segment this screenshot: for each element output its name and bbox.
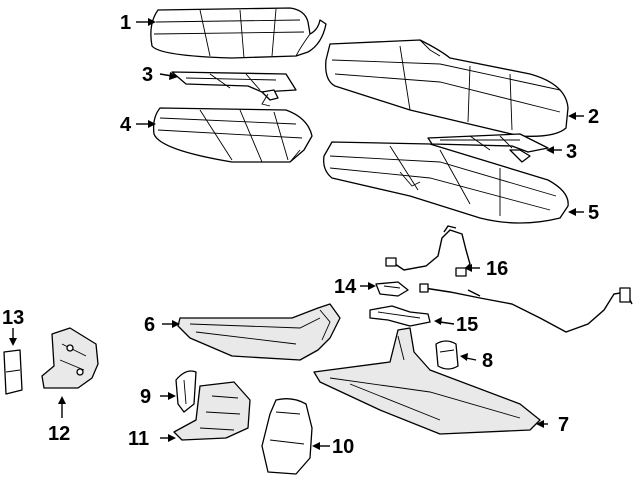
callout-11: 11 (128, 428, 149, 450)
callout-7: 7 (558, 414, 569, 436)
part-1-seatback-cover-left (150, 7, 327, 59)
part-11-side-frame (173, 381, 251, 441)
callout-12: 12 (48, 423, 70, 445)
callout-16: 16 (486, 258, 508, 280)
part-13-clip (3, 349, 23, 395)
callout-5: 5 (588, 202, 599, 224)
part-14-bracket (375, 281, 409, 297)
part-9-side-trim (175, 370, 197, 413)
callout-4: 4 (120, 114, 132, 136)
part-16-wiring-harness (385, 225, 471, 277)
seat-harness-cable (419, 283, 633, 333)
callout-10: 10 (332, 436, 354, 458)
callout-1: 1 (120, 12, 131, 34)
part-4-seat-cushion-left (152, 107, 313, 163)
callout-8: 8 (482, 350, 493, 372)
part-12-recliner-bracket (41, 327, 99, 389)
part-8-adjuster-knob (435, 340, 459, 370)
callout-3-right: 3 (566, 141, 577, 163)
part-3-seatback-pad-left (171, 71, 297, 107)
callout-9: 9 (140, 386, 151, 408)
callout-2: 2 (588, 106, 599, 128)
callout-14: 14 (334, 276, 357, 298)
callout-labels: 1 2 3 3 4 5 6 7 8 9 10 11 12 13 14 15 16 (2, 12, 599, 458)
part-2-seatback-cover-right (325, 39, 569, 137)
part-15-support-bracket (369, 305, 431, 327)
callout-15: 15 (456, 314, 478, 336)
part-7-seat-pan-frame-right (313, 327, 541, 435)
callout-3-upper: 3 (142, 64, 153, 86)
part-10-shield-cover (261, 398, 313, 475)
leader-lines (9, 18, 584, 450)
callout-13: 13 (2, 307, 24, 329)
part-6-seat-pan-frame-left (177, 303, 341, 361)
callout-6: 6 (144, 314, 155, 336)
part-5-seat-cushion-right (323, 141, 569, 224)
